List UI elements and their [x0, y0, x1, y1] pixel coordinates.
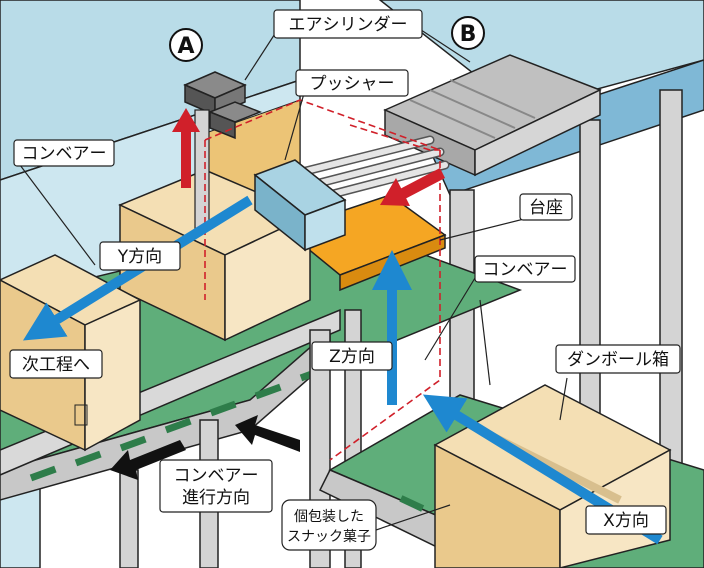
svg-text:ダンボール箱: ダンボール箱	[567, 350, 669, 370]
svg-text:台座: 台座	[529, 198, 563, 218]
range-outline	[204, 99, 441, 461]
svg-text:次工程へ: 次工程へ	[22, 355, 90, 375]
svg-text:スナック菓子: スナック菓子	[287, 529, 371, 545]
label-cardboard-box: ダンボール箱	[555, 344, 681, 374]
svg-text:B: B	[460, 22, 477, 47]
svg-text:コンベアー: コンベアー	[483, 260, 568, 280]
label-next-process: 次工程へ	[9, 349, 103, 379]
svg-text:X方向: X方向	[603, 511, 649, 531]
black-arrow-travel-2	[235, 415, 300, 452]
svg-text:Z方向: Z方向	[329, 347, 375, 367]
marker-a: A	[169, 28, 203, 62]
marker-b: B	[451, 16, 485, 50]
label-x-direction: X方向	[585, 505, 667, 535]
label-base: 台座	[519, 193, 573, 221]
svg-text:コンベアー: コンベアー	[22, 144, 107, 164]
label-pusher: プッシャー	[295, 69, 409, 97]
svg-text:A: A	[177, 34, 194, 59]
red-arrow-up	[172, 108, 200, 188]
svg-text:コンベアー: コンベアー	[174, 466, 259, 486]
svg-text:エアシリンダー: エアシリンダー	[289, 15, 408, 35]
pusher	[253, 159, 347, 252]
box-left-top	[118, 169, 312, 342]
red-arrow-push	[380, 168, 445, 206]
label-air-cylinder: エアシリンダー	[273, 9, 423, 39]
label-conveyor-left: コンベアー	[13, 139, 115, 167]
svg-text:Y方向: Y方向	[117, 247, 162, 267]
svg-text:進行方向: 進行方向	[182, 488, 250, 508]
label-z-direction: Z方向	[311, 341, 393, 371]
svg-text:個包装した: 個包装した	[294, 509, 364, 525]
label-y-direction: Y方向	[99, 241, 181, 271]
black-arrow-travel-1	[110, 440, 186, 480]
svg-text:プッシャー: プッシャー	[310, 74, 395, 94]
label-snack: 個包装した スナック菓子	[281, 499, 377, 551]
label-conveyor-right: コンベアー	[474, 255, 576, 283]
label-conveyor-travel: コンベアー 進行方向	[159, 459, 273, 513]
